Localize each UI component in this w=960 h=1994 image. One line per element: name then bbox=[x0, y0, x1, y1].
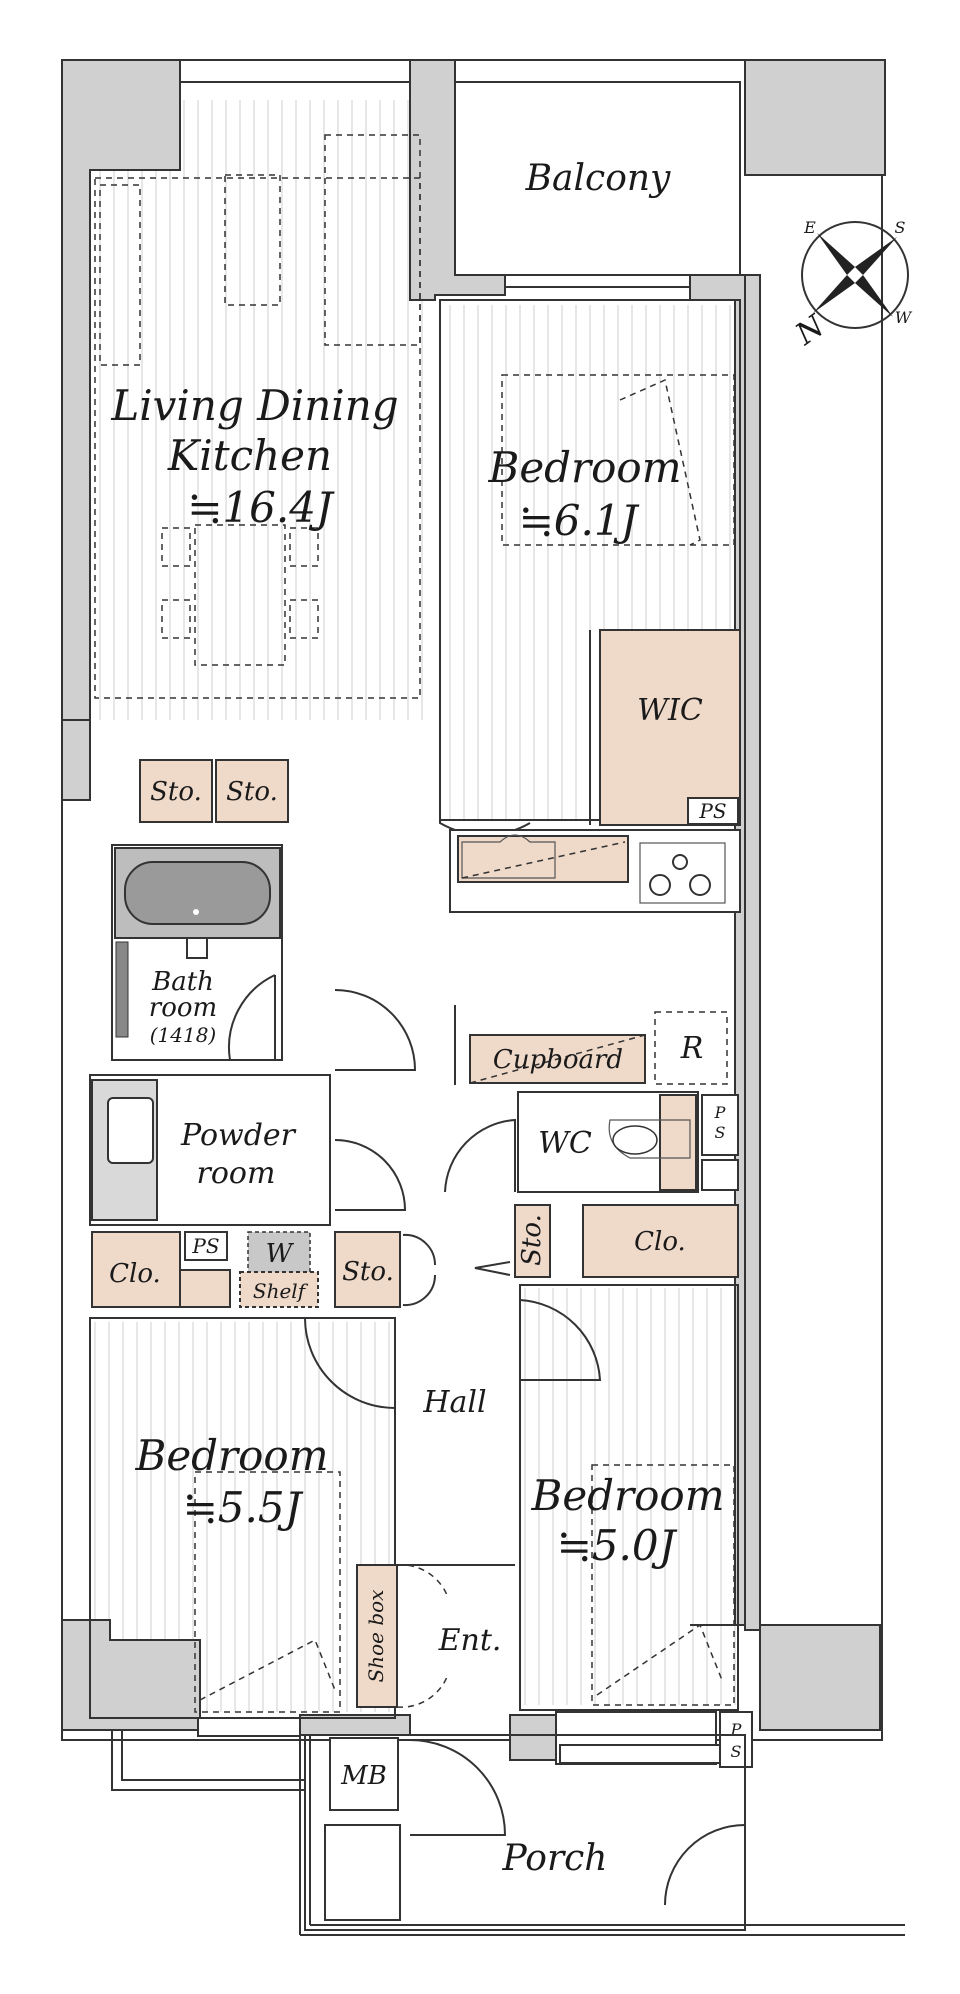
clo-left[interactable] bbox=[91, 1231, 181, 1308]
ldk-size: ≒16.4J bbox=[187, 483, 335, 532]
sto-right[interactable] bbox=[215, 759, 289, 823]
washer[interactable] bbox=[247, 1231, 311, 1273]
ps-bottom-p: P bbox=[730, 1720, 742, 1739]
hall-door-right[interactable] bbox=[519, 1299, 602, 1381]
burner-1 bbox=[649, 874, 671, 896]
compass: E S W N bbox=[789, 218, 913, 353]
burner-3 bbox=[672, 854, 688, 870]
ps-top bbox=[687, 797, 739, 825]
shoe-box-door bbox=[396, 1564, 448, 1708]
ldk-furniture bbox=[94, 134, 421, 699]
wc-door[interactable] bbox=[444, 1118, 516, 1193]
mb[interactable] bbox=[329, 1737, 399, 1811]
shelf-label: Shelf bbox=[253, 1279, 309, 1303]
refrigerator-label: R bbox=[680, 1031, 704, 1066]
bathroom-label-line2: room bbox=[149, 993, 217, 1023]
kitchen-sink-icon bbox=[461, 834, 556, 879]
bed-bottom-right bbox=[591, 1464, 735, 1706]
sto-hall-label: Sto. bbox=[342, 1257, 394, 1287]
bed-top-right bbox=[501, 374, 735, 546]
compass-w: W bbox=[895, 308, 913, 327]
sto-right-small-label: Sto. bbox=[517, 1214, 547, 1266]
powder-room-area bbox=[89, 1074, 331, 1226]
sto-left[interactable] bbox=[139, 759, 213, 823]
bathroom-area bbox=[111, 844, 283, 1061]
bedroom-bottom-right-size: ≒5.0J bbox=[557, 1521, 678, 1570]
bedroom-top-right-size: ≒6.1J bbox=[519, 496, 640, 545]
hall-label: Hall bbox=[422, 1385, 486, 1420]
bathtub[interactable] bbox=[124, 861, 271, 925]
clo-right[interactable] bbox=[582, 1204, 739, 1278]
sto-right-small[interactable] bbox=[514, 1204, 551, 1278]
bathroom-door[interactable] bbox=[228, 974, 276, 1061]
wic-label: WIC bbox=[637, 693, 703, 728]
ps-bottom bbox=[719, 1711, 753, 1768]
clo-left-label: Clo. bbox=[109, 1259, 161, 1289]
sto-hall-door[interactable] bbox=[402, 1233, 437, 1307]
bedroom-top-right-label: Bedroom bbox=[487, 443, 681, 492]
bedroom-bottom-left-label: Bedroom bbox=[134, 1431, 328, 1480]
outer-boundary bbox=[61, 59, 883, 1741]
sto-left-label: Sto. bbox=[150, 777, 202, 807]
wc-area bbox=[517, 1091, 699, 1193]
ldk-label-line1: Living Dining bbox=[110, 381, 398, 430]
refrigerator bbox=[654, 1011, 728, 1085]
bedroom-bottom-right-label: Bedroom bbox=[530, 1471, 724, 1520]
balcony-window bbox=[504, 274, 691, 288]
walls bbox=[61, 59, 886, 1761]
mb-label: MB bbox=[340, 1761, 387, 1791]
hall-door-left[interactable] bbox=[303, 1317, 396, 1409]
bedroom-bottom-right-area bbox=[519, 1284, 739, 1711]
kitchen-sink-area bbox=[457, 835, 629, 883]
shoe-box-label: Shoe box bbox=[364, 1590, 388, 1683]
balcony-label: Balcony bbox=[525, 158, 671, 199]
entrance-label: Ent. bbox=[438, 1623, 502, 1658]
bath-shelf bbox=[115, 941, 129, 1038]
hall-door-top[interactable] bbox=[334, 989, 417, 1071]
bathtub-drain bbox=[193, 909, 199, 915]
porch-label: Porch bbox=[502, 1838, 608, 1879]
cooktop bbox=[639, 842, 726, 904]
ps-wc bbox=[701, 1094, 739, 1156]
bed-top-right-pillow bbox=[619, 378, 701, 546]
cupboard-label: Cupboard bbox=[493, 1045, 623, 1075]
ps-top-label: PS bbox=[698, 799, 726, 823]
compass-s: S bbox=[895, 218, 906, 237]
bedroom-bottom-left-window bbox=[197, 1717, 301, 1737]
ps-wc-s: S bbox=[715, 1123, 726, 1142]
entrance-door[interactable] bbox=[409, 1739, 507, 1836]
ps-left bbox=[184, 1231, 228, 1261]
bathroom-label-size: (1418) bbox=[150, 1023, 217, 1047]
bed-bottom-left bbox=[194, 1471, 341, 1713]
ps-bottom-s: S bbox=[731, 1742, 742, 1761]
powder-room-label-line2: room bbox=[197, 1156, 276, 1191]
balcony-area bbox=[454, 81, 741, 276]
washer-label: W bbox=[266, 1239, 295, 1269]
vanity-basin bbox=[107, 1097, 154, 1164]
ps-wc-p: P bbox=[714, 1103, 726, 1122]
ldk-label-line2: Kitchen bbox=[167, 431, 332, 480]
wc-label: WC bbox=[538, 1126, 592, 1161]
sto-hall[interactable] bbox=[334, 1231, 401, 1308]
ps-left-label: PS bbox=[191, 1234, 219, 1258]
porch-gate[interactable] bbox=[664, 1823, 746, 1906]
sto-right-label: Sto. bbox=[226, 777, 278, 807]
shoe-box[interactable] bbox=[356, 1564, 398, 1708]
compass-e: E bbox=[803, 218, 816, 237]
ldk-window bbox=[179, 59, 411, 83]
bathroom-label-line1: Bath bbox=[151, 967, 214, 997]
compass-n: N bbox=[789, 308, 833, 353]
powder-room-label-line1: Powder bbox=[180, 1118, 297, 1153]
wic[interactable] bbox=[599, 629, 741, 826]
burner-2 bbox=[689, 874, 711, 896]
powder-room-door[interactable] bbox=[334, 1139, 407, 1211]
shelf bbox=[239, 1271, 319, 1308]
clo-right-label: Clo. bbox=[634, 1227, 686, 1257]
bedroom-bottom-left-size: ≒5.5J bbox=[183, 1483, 304, 1532]
